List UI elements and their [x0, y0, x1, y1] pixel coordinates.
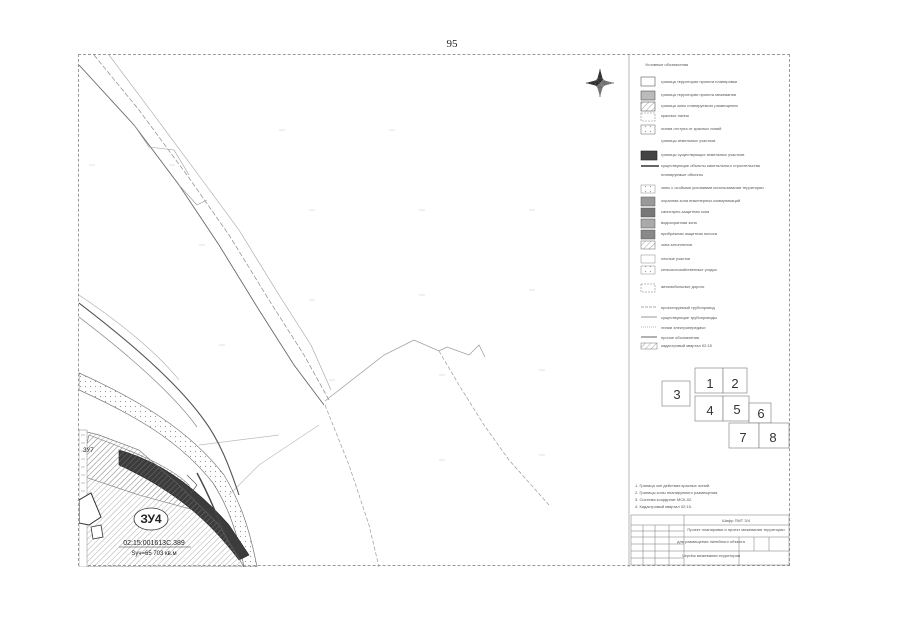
legend: Условные обозначения граница территории … [640, 62, 764, 350]
legend-entry-16: лесные участки [661, 256, 690, 261]
small-plot-label: ЗУ7 [83, 448, 94, 454]
legend-entry-9: планируемые объекты [661, 172, 703, 177]
note-3: 3. Система координат МСК-02. [635, 497, 692, 502]
title-block-line-2: для размещения линейного объекта [677, 539, 745, 544]
legend-entry-14: прибрежная защитная полоса [661, 231, 718, 236]
sheet-index-3[interactable]: 3 [673, 387, 680, 402]
legend-entry-13: водоохранная зона [661, 220, 698, 225]
legend-entry-15: зона затопления [661, 242, 692, 247]
sheet-index-1[interactable]: 1 [706, 376, 713, 391]
plot-label-ellipse [133, 507, 169, 531]
legend-entry-5: линии отступа от красных линий [661, 126, 721, 131]
title-block-code: Шифр ПМТ 3/4 [722, 518, 751, 523]
plot-zu4[interactable]: ЗУ4 02:15:001613С.389 Sуч=65 703 кв.м ЗУ… [79, 429, 245, 567]
sheet-index-8[interactable]: 8 [769, 430, 776, 445]
sheet-index-5[interactable]: 5 [733, 402, 740, 417]
note-2: 2. Границы зоны планируемого размещения. [635, 490, 718, 495]
legend-entry-21: линии электропередачи [661, 325, 706, 330]
legend-entry-11: охранная зона инженерных коммуникаций [661, 198, 740, 203]
legend-entry-1: граница территории проекта планировки [661, 79, 737, 84]
legend-entry-19: проектируемый трубопровод [661, 305, 715, 310]
legend-entry-3: граница зоны планируемого размещения [661, 103, 738, 108]
legend-entry-17: сельскохозяйственные угодья [661, 267, 717, 272]
title-block-line-1: Проект планировки и проект межевания тер… [687, 527, 784, 532]
legend-entry-7: границы существующих земельных участков [661, 152, 744, 157]
sheet-index-7[interactable]: 7 [739, 430, 746, 445]
legend-entry-18: автомобильные дороги [661, 284, 704, 289]
north-arrow-icon [586, 69, 614, 97]
legend-entry-20: существующие трубопроводы [661, 315, 717, 320]
legend-entry-2: граница территории проекта межевания [661, 92, 736, 97]
title-block-line-3: Чертёж межевания территории [682, 553, 740, 558]
title-block [630, 514, 790, 566]
corridor-lines [79, 55, 332, 406]
note-1: 1. Граница зон действия красных линий. [635, 483, 710, 488]
plot-area: Sуч=65 703 кв.м [131, 551, 176, 557]
legend-entry-10: зоны с особыми условиями использования т… [661, 185, 764, 190]
sheet-index-6[interactable]: 6 [757, 406, 764, 421]
grid-marks [89, 129, 545, 461]
map-canvas[interactable]: ЗУ4 02:15:001613С.389 Sуч=65 703 кв.м ЗУ… [79, 55, 791, 567]
notes: 1. Граница зон действия красных линий. 2… [635, 483, 718, 509]
plot-label: ЗУ4 [140, 512, 162, 526]
map-sheet: ЗУ4 02:15:001613С.389 Sуч=65 703 кв.м ЗУ… [78, 54, 791, 567]
legend-entry-4: красные линии [661, 113, 689, 118]
sheet-index-4[interactable]: 4 [706, 403, 713, 418]
sheet-index[interactable]: 1 2 3 4 5 6 7 8 [661, 367, 790, 449]
survey-boundary [198, 339, 550, 567]
legend-entry-22: прочие обозначения [661, 335, 699, 340]
legend-entry-8: существующие объекты капитального строит… [661, 163, 761, 168]
page-number: 95 [446, 38, 458, 50]
legend-entry-12: санитарно-защитная зона [661, 209, 710, 214]
cadastral-number: 02:15:001613С.389 [123, 540, 185, 547]
sheet-index-2[interactable]: 2 [731, 376, 738, 391]
legend-title: Условные обозначения [645, 62, 688, 67]
note-4: 4. Кадастровый квартал 02:15. [635, 504, 692, 509]
legend-entry-23: кадастровый квартал 02:15 [661, 343, 713, 348]
legend-entry-6: границы земельных участков [661, 138, 715, 143]
